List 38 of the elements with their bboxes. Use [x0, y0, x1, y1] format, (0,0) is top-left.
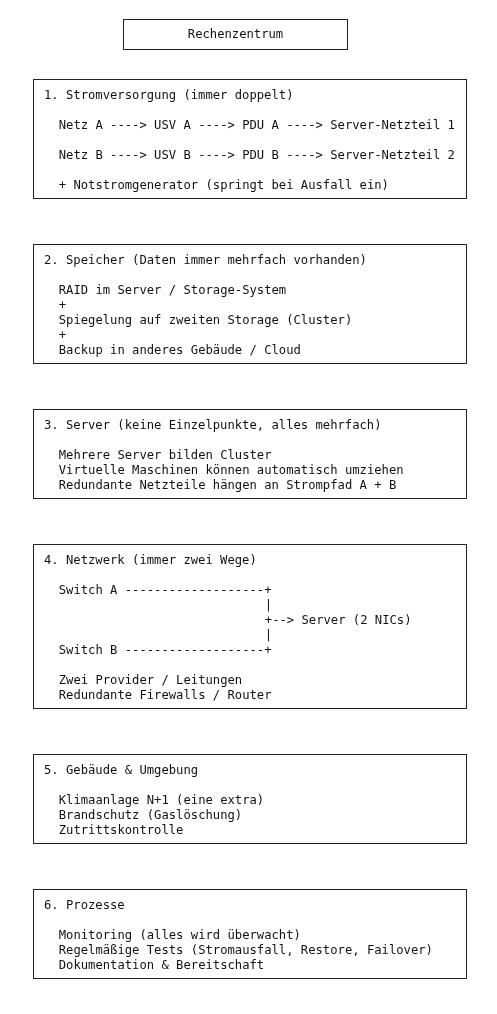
- text-line: Regelmäßige Tests (Stromausfall, Restore, Failover): [58, 943, 433, 958]
- text-line: Netz B ----> USV B ----> PDU B ----> Server-Netzteil 2: [58, 148, 455, 163]
- section-heading: 1. Stromversorgung (immer doppelt): [44, 88, 294, 103]
- text-line: +: [58, 298, 67, 313]
- box-label: Rechenzentrum: [186, 27, 285, 42]
- text-line: +: [58, 328, 67, 343]
- text-line: Switch B -------------------+: [58, 643, 272, 658]
- text-line: |: [264, 598, 273, 613]
- section-heading: 6. Prozesse: [44, 898, 125, 913]
- text-line: Brandschutz (Gaslöschung): [58, 808, 243, 823]
- text-line: Mehrere Server bilden Cluster: [58, 448, 272, 463]
- text-line: Netz A ----> USV A ----> PDU A ----> Server-Netzteil 1: [58, 118, 455, 133]
- section-heading: 3. Server (keine Einzelpunkte, alles mehrfach): [44, 418, 382, 433]
- section-heading: 4. Netzwerk (immer zwei Wege): [44, 553, 257, 568]
- text-line: Monitoring (alles wird überwacht): [58, 928, 301, 943]
- text-line: Switch A -------------------+: [58, 583, 272, 598]
- section-box: [33, 754, 467, 844]
- section-box: [33, 409, 467, 499]
- text-line: Virtuelle Maschinen können automatisch umziehen: [58, 463, 404, 478]
- text-line: Klimaanlage N+1 (eine extra): [58, 793, 265, 808]
- text-line: Backup in anderes Gebäude / Cloud: [58, 343, 301, 358]
- section-box: [33, 79, 467, 199]
- section-box: [33, 244, 467, 364]
- text-line: Zwei Provider / Leitungen: [58, 673, 243, 688]
- text-line: RAID im Server / Storage-System: [58, 283, 287, 298]
- text-line: +--> Server (2 NICs): [264, 613, 412, 628]
- text-line: + Notstromgenerator (springt bei Ausfall ein): [58, 178, 389, 193]
- title-box: [123, 19, 348, 50]
- text-line: Redundante Firewalls / Router: [58, 688, 272, 703]
- text-line: |: [264, 628, 273, 643]
- section-heading: 2. Speicher (Daten immer mehrfach vorhanden): [44, 253, 367, 268]
- text-line: Redundante Netzteile hängen an Strompfad A + B: [58, 478, 397, 493]
- section-box: [33, 889, 467, 979]
- text-line: Spiegelung auf zweiten Storage (Cluster): [58, 313, 353, 328]
- section-box: [33, 544, 467, 709]
- text-line: Zutrittskontrolle: [58, 823, 184, 838]
- section-heading: 5. Gebäude & Umgebung: [44, 763, 199, 778]
- text-line: Dokumentation & Bereitschaft: [58, 958, 265, 973]
